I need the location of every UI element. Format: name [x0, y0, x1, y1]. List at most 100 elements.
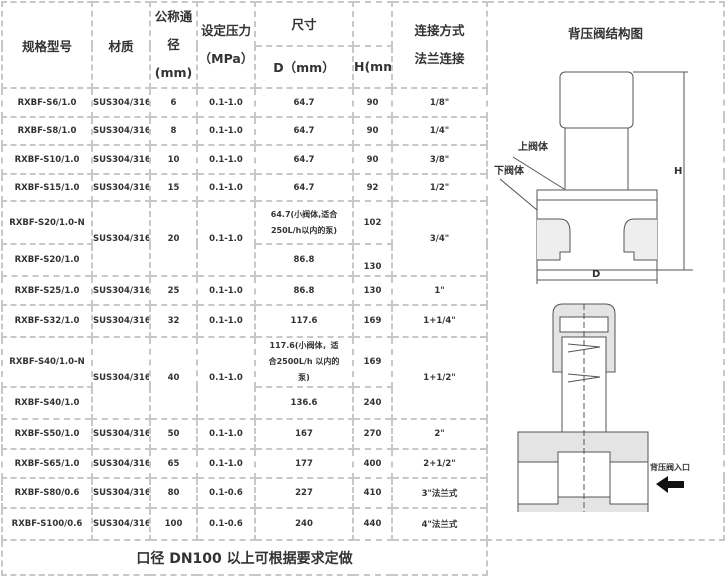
- conn-cell: 3/8": [391, 144, 488, 175]
- material-cell: SUS304/316L: [91, 87, 151, 118]
- dn-cell: 80: [149, 477, 198, 509]
- model-cell: RXBF-S20/1.0-N: [1, 200, 93, 245]
- pressure-cell: 0.1-1.0: [196, 200, 256, 277]
- pressure-cell: 0.1-1.0: [196, 173, 256, 202]
- header-h-blank: [352, 1, 393, 47]
- header-pressure: 设定压力（MPa）: [196, 1, 256, 89]
- h-cell: 90: [352, 116, 393, 146]
- valve-section-drawing: [517, 303, 649, 512]
- h-dimension-label: H: [674, 166, 682, 177]
- material-cell: SUS304/316L: [91, 173, 151, 202]
- upper-body-label: 上阀体: [518, 140, 549, 153]
- conn-cell: 1+1/2": [391, 336, 488, 420]
- conn-cell: 2": [391, 418, 488, 450]
- pressure-cell: 0.1-0.6: [196, 507, 256, 541]
- d-cell: 177: [254, 448, 354, 479]
- h-cell: 270: [352, 418, 393, 450]
- conn-cell: 1+1/4": [391, 304, 488, 338]
- footer-note: 口径 DN100 以上可根据要求定做: [1, 539, 488, 576]
- model-cell: RXBF-S50/1.0: [1, 418, 93, 450]
- h-cell: 130: [352, 275, 393, 306]
- h-cell: 400: [352, 448, 393, 479]
- material-cell: SUS304/316L: [91, 275, 151, 306]
- h-cell: 90: [352, 87, 393, 118]
- h-cell: 240: [352, 386, 393, 420]
- dn-cell: 6: [149, 87, 198, 118]
- d-cell: 167: [254, 418, 354, 450]
- conn-cell: 1/2": [391, 173, 488, 202]
- d-cell: 64.7: [254, 116, 354, 146]
- dn-cell: 10: [149, 144, 198, 175]
- h-cell: 130: [352, 243, 393, 277]
- model-cell: RXBF-S20/1.0: [1, 243, 93, 277]
- pressure-cell: 0.1-1.0: [196, 418, 256, 450]
- model-cell: RXBF-S40/1.0-N: [1, 336, 93, 388]
- dn-cell: 40: [149, 336, 198, 420]
- d-cell: 86.8: [254, 243, 354, 277]
- material-cell: SUS304/316L: [91, 418, 151, 450]
- model-cell: RXBF-S40/1.0: [1, 386, 93, 420]
- h-cell: 92: [352, 173, 393, 202]
- header-connection: 连接方式法兰连接: [391, 1, 488, 89]
- pressure-cell: 0.1-1.0: [196, 87, 256, 118]
- material-cell: SUS304/316L: [91, 116, 151, 146]
- d-cell: 64.7: [254, 144, 354, 175]
- dn-cell: 25: [149, 275, 198, 306]
- dn-cell: 50: [149, 418, 198, 450]
- header-model: 规格型号: [1, 1, 93, 89]
- pressure-cell: 0.1-1.0: [196, 275, 256, 306]
- dn-cell: 20: [149, 200, 198, 277]
- model-cell: RXBF-S32/1.0: [1, 304, 93, 338]
- material-cell: SUS304/316L: [91, 448, 151, 479]
- d-cell: 117.6: [254, 304, 354, 338]
- pressure-cell: 0.1-0.6: [196, 477, 256, 509]
- header-h: H(mm): [352, 44, 393, 90]
- material-cell: SUS304/316L: [91, 304, 151, 338]
- conn-cell: 1/4": [391, 116, 488, 146]
- header-material: 材质: [91, 1, 151, 89]
- model-cell: RXBF-S6/1.0: [1, 87, 93, 118]
- lower-body-label: 下阀体: [494, 164, 525, 177]
- dn-cell: 8: [149, 116, 198, 146]
- valve-outline-drawing: [499, 71, 693, 284]
- conn-cell: 3/4": [391, 200, 488, 277]
- dn-cell: 100: [149, 507, 198, 541]
- d-cell: 64.7: [254, 173, 354, 202]
- h-cell: 90: [352, 144, 393, 175]
- d-cell: 136.6: [254, 386, 354, 420]
- conn-cell: 3"法兰式: [391, 477, 488, 509]
- dn-cell: 32: [149, 304, 198, 338]
- diagram-title: 背压阀结构图: [567, 26, 643, 41]
- pressure-cell: 0.1-1.0: [196, 336, 256, 420]
- inlet-label: 背压阀入口: [650, 462, 690, 472]
- material-cell: SUS304/316L: [91, 477, 151, 509]
- h-cell: 410: [352, 477, 393, 509]
- d-cell: 227: [254, 477, 354, 509]
- material-cell: SUS304/316L: [91, 507, 151, 541]
- header-d: D（mm）: [254, 44, 354, 90]
- conn-cell: 1": [391, 275, 488, 306]
- conn-cell: 2+1/2": [391, 448, 488, 479]
- model-cell: RXBF-S100/0.6: [1, 507, 93, 541]
- material-cell: SUS304/316L: [91, 336, 151, 420]
- d-cell: 240: [254, 507, 354, 541]
- header-diameter: 公称通径(mm): [149, 1, 198, 89]
- material-cell: SUS304/316L: [91, 144, 151, 175]
- dn-cell: 65: [149, 448, 198, 479]
- d-cell: 86.8: [254, 275, 354, 306]
- h-cell: 169: [352, 304, 393, 338]
- d-cell: 64.7(小阀体,适合250L/h以内的泵): [254, 200, 354, 245]
- pressure-cell: 0.1-1.0: [196, 144, 256, 175]
